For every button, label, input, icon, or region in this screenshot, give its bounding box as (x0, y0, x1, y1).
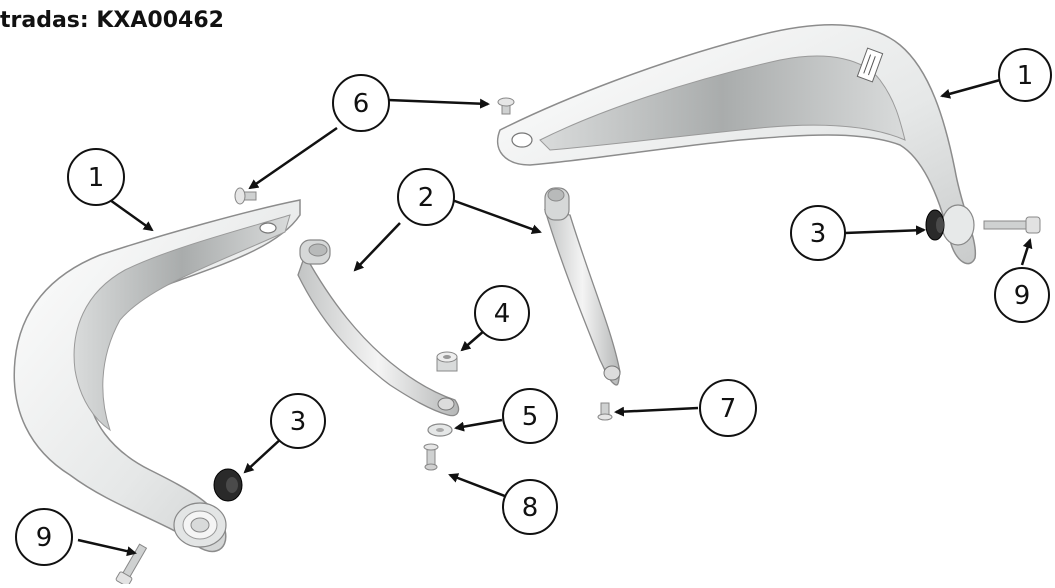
callout-9-right: 9 (994, 267, 1050, 323)
callout-5-label: 5 (522, 402, 539, 432)
callout-1-right: 1 (998, 48, 1052, 102)
callout-7: 7 (699, 379, 757, 437)
callout-2: 2 (397, 168, 455, 226)
bolt-9-right (983, 216, 1041, 234)
handguard-left-boss (173, 502, 227, 548)
arrow-6b (248, 126, 338, 190)
diagram-title: tradas: KXA00462 (0, 8, 224, 33)
arrow-1-left (109, 198, 154, 232)
callout-6: 6 (332, 74, 390, 132)
bolt-7 (597, 402, 613, 421)
callout-2-label: 2 (418, 183, 435, 213)
callout-3-right: 3 (790, 205, 846, 261)
callout-9-right-label: 9 (1014, 281, 1031, 311)
date-label-box (856, 47, 884, 83)
callout-3-left: 3 (270, 393, 326, 449)
bracket-right (544, 187, 621, 386)
callout-9-left-label: 9 (36, 523, 53, 553)
callout-8-label: 8 (522, 493, 539, 523)
bolt-6b (234, 187, 257, 205)
handguard-right (496, 24, 977, 265)
washer (427, 423, 453, 437)
bolt-8 (423, 443, 439, 471)
callout-1-left: 1 (67, 148, 125, 206)
callout-5: 5 (502, 388, 558, 444)
callout-4: 4 (474, 285, 530, 341)
callout-3-left-label: 3 (290, 407, 307, 437)
arrow-5 (454, 418, 503, 432)
arrow-2b (451, 198, 542, 234)
callout-1-left-label: 1 (88, 163, 105, 193)
callout-3-right-label: 3 (810, 219, 827, 249)
bracket-left (297, 239, 460, 417)
bolt-9-left (115, 543, 148, 587)
callout-6-label: 6 (353, 89, 370, 119)
bolt-6a (497, 97, 515, 115)
arrow-7 (614, 406, 699, 417)
handguard-left (13, 199, 301, 553)
callout-8: 8 (502, 479, 558, 535)
arrow-6a (387, 98, 490, 109)
arrow-2a (353, 222, 401, 272)
spacer-right (925, 209, 945, 241)
arrow-8 (448, 473, 511, 500)
callout-1-right-label: 1 (1017, 61, 1034, 91)
callout-4-label: 4 (494, 299, 511, 329)
spacer-left (213, 468, 243, 502)
arrow-1-right (940, 78, 1001, 99)
leader-arrows (77, 78, 1033, 557)
arrow-3-left (243, 436, 284, 474)
callout-7-label: 7 (720, 394, 737, 424)
arrow-9-right (1020, 238, 1033, 266)
arrow-9-left (77, 538, 137, 557)
arrow-4 (460, 329, 486, 352)
callout-9-left: 9 (15, 508, 73, 566)
arrow-3-right (844, 225, 926, 236)
bushing (436, 351, 458, 372)
